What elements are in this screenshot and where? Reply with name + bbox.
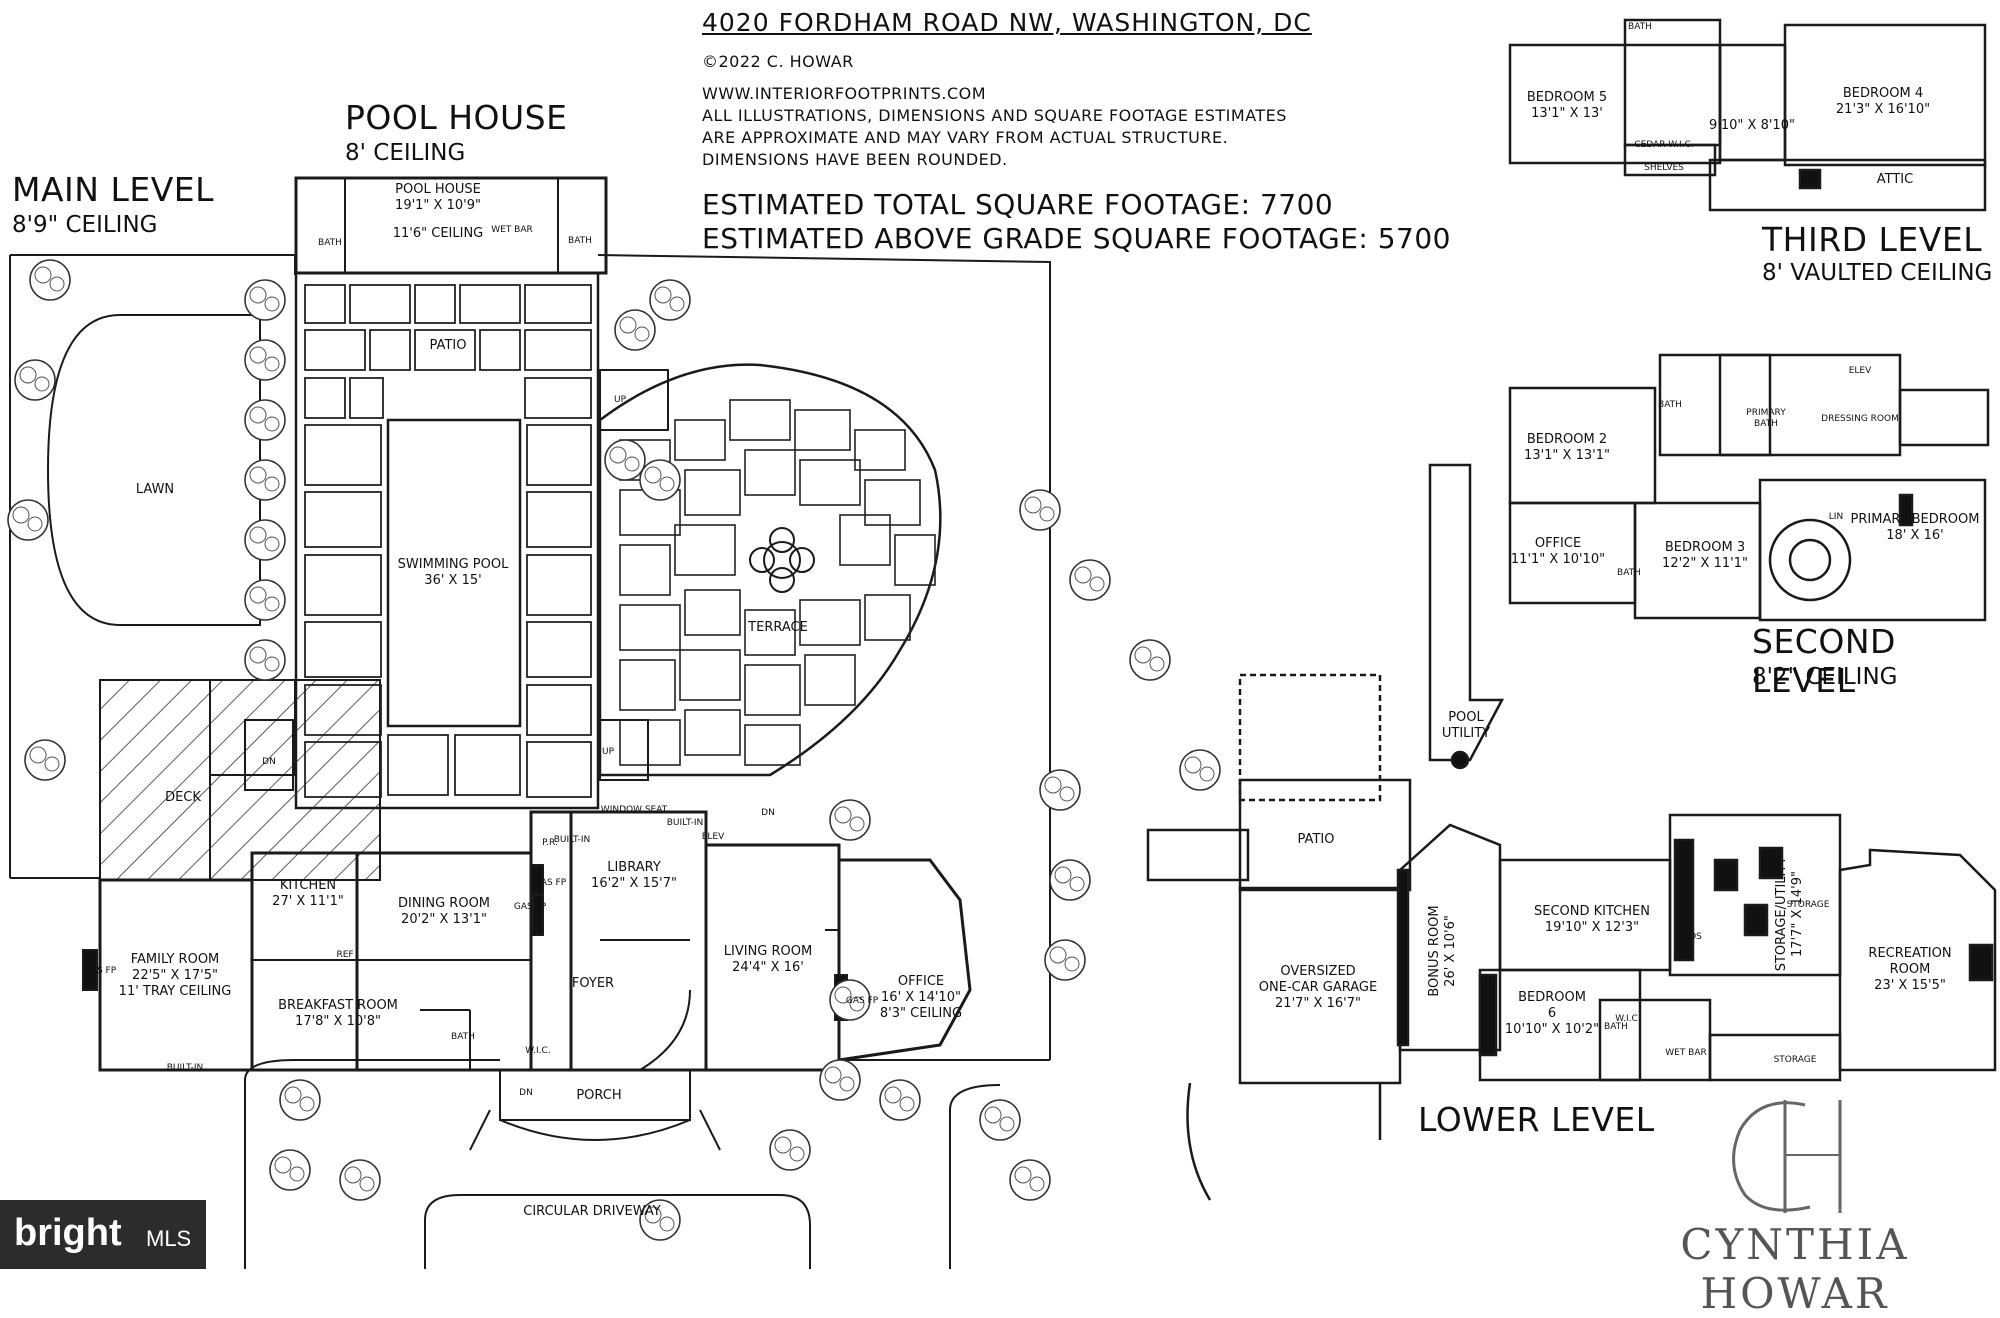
brand-name: CYNTHIA HOWAR — [1680, 1220, 1910, 1318]
main-level-title: MAIN LEVEL — [12, 170, 215, 209]
label-pool-bath-right: BATH — [568, 236, 592, 246]
copyright: ©2022 C. HOWAR — [702, 52, 854, 71]
plan-header: 4020 FORDHAM ROAD NW, WASHINGTON, DC ©20… — [702, 8, 1312, 171]
label-gas-fp-dining: GAS FP — [513, 902, 547, 912]
label-third-shelves: SHELVES — [1644, 163, 1684, 173]
label-lower-clos: CLOS — [1678, 932, 1702, 942]
label-cedar-wic: CEDAR W.I.C. — [1634, 140, 1694, 150]
bright-mls-logo-text: bright — [14, 1212, 122, 1254]
above-grade-sqft: ESTIMATED ABOVE GRADE SQUARE FOOTAGE: 57… — [702, 222, 1451, 255]
label-gas-fp-library: GAS FP — [533, 878, 567, 888]
main-level-ceiling: 8'9" CEILING — [12, 212, 158, 238]
square-footage: ESTIMATED TOTAL SQUARE FOOTAGE: 7700 EST… — [702, 188, 1451, 256]
label-gas-fp-office: GAS FP — [845, 996, 879, 1006]
label-lower-storage-1: STORAGE — [1786, 900, 1830, 910]
label-pool-bath-left: BATH — [318, 238, 342, 248]
label-porch: PORCH — [576, 1088, 622, 1103]
label-terrace: TERRACE — [748, 620, 808, 635]
label-dn-porch: DN — [519, 1088, 533, 1098]
label-lower-storage-2: STORAGE — [1773, 1055, 1817, 1065]
label-lower-wic: W.I.C. — [1615, 1014, 1641, 1024]
disclaimer-line-3: DIMENSIONS HAVE BEEN ROUNDED. — [702, 150, 1008, 169]
third-level-title: THIRD LEVEL — [1762, 220, 1983, 259]
label-powder-room: P.R. — [542, 838, 558, 848]
bright-mls-badge: bright MLS — [0, 1200, 206, 1269]
label-ref: REF — [336, 950, 354, 960]
label-lower-patio: PATIO — [1297, 832, 1335, 847]
disclaimer-line-2: ARE APPROXIMATE AND MAY VARY FROM ACTUAL… — [702, 128, 1229, 147]
label-third-closet: 9'10" X 8'10" — [1709, 118, 1795, 133]
label-window-seat: WINDOW SEAT — [600, 805, 668, 815]
property-address: 4020 FORDHAM ROAD NW, WASHINGTON, DC — [702, 8, 1312, 37]
pool-house-title: POOL HOUSE — [345, 98, 568, 137]
label-lower-bath: BATH — [1604, 1022, 1628, 1032]
label-foyer: FOYER — [571, 976, 615, 991]
second-level-title: SECOND LEVEL — [1752, 622, 1896, 700]
label-dressing-room: DRESSING ROOM — [1821, 414, 1899, 424]
total-sqft: ESTIMATED TOTAL SQUARE FOOTAGE: 7700 — [702, 188, 1334, 221]
label-third-bath: BATH — [1628, 22, 1652, 32]
label-elevator: ELEV — [701, 832, 725, 842]
lower-level-title: LOWER LEVEL — [1418, 1100, 1655, 1139]
cynthia-howar-logo: CYNTHIA HOWAR — [1600, 1085, 1990, 1318]
label-up-patio: UP — [613, 395, 627, 405]
label-main-bath: BATH — [451, 1032, 475, 1042]
second-level-ceiling: 8'2" CEILING — [1752, 664, 1898, 690]
label-linen: LIN — [1828, 512, 1844, 522]
label-lower-wet-bar: WET BAR — [1665, 1048, 1707, 1058]
label-wic: W.I.C. — [525, 1046, 551, 1056]
label-gas-fp-family: GAS FP — [83, 966, 117, 976]
third-level-ceiling: 8' VAULTED CEILING — [1762, 260, 1993, 286]
label-dn-deck: DN — [262, 757, 276, 767]
label-lawn: LAWN — [135, 482, 175, 497]
label-built-in-left: BUILT-IN — [553, 835, 591, 845]
label-deck: DECK — [165, 790, 201, 805]
disclaimer-line-1: ALL ILLUSTRATIONS, DIMENSIONS AND SQUARE… — [702, 106, 1287, 125]
bright-mls-suffix: MLS — [146, 1226, 192, 1251]
label-dn-living: DN — [761, 808, 775, 818]
label-circular-driveway: CIRCULAR DRIVEWAY — [523, 1204, 661, 1219]
pool-house-ceiling: 8' CEILING — [345, 140, 466, 166]
label-second-elev: ELEV — [1848, 366, 1872, 376]
label-office-bath: BATH — [1617, 568, 1641, 578]
label-built-in-right: BUILT-IN — [666, 818, 704, 828]
label-second-bath: BATH — [1658, 400, 1682, 410]
label-built-in-family: BUILT-IN — [166, 1063, 204, 1073]
label-up-terrace: UP — [601, 747, 615, 757]
website: WWW.INTERIORFOOTPRINTS.COM — [702, 84, 987, 103]
label-patio: PATIO — [429, 338, 467, 353]
label-attic: ATTIC — [1876, 172, 1914, 187]
ch-monogram-icon — [1732, 1100, 1842, 1213]
floor-plan-drawing — [7, 18, 1997, 1269]
label-wet-bar: WET BAR — [491, 225, 533, 235]
